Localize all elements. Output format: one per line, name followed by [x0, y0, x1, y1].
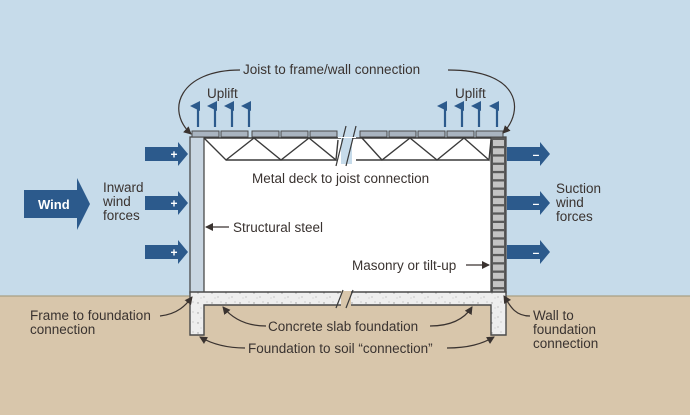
suction-label-line3: forces [556, 209, 593, 224]
wall-to-foundation-label-line1: Wall to [533, 308, 574, 323]
wind-label: Wind [38, 197, 70, 212]
masonry-block [493, 181, 504, 188]
suction-force-arrow-symbol: – [533, 148, 540, 162]
suction-force-arrow-symbol: – [533, 197, 540, 211]
slab-break-gap [341, 291, 351, 306]
masonry-block [493, 206, 504, 213]
slab-break-line [345, 289, 354, 309]
deck-panel [475, 130, 504, 138]
masonry-block [493, 281, 504, 288]
metal-deck-label: Metal deck to joist connection [252, 171, 429, 186]
foundation-to-soil-label: Foundation to soil “connection” [248, 341, 433, 356]
structural-steel-column [189, 136, 205, 294]
roof-break-line [335, 125, 347, 167]
inward-force-arrow-symbol: + [170, 246, 177, 260]
deck-panel [417, 130, 446, 138]
uplift-label-left: Uplift [207, 86, 238, 101]
ground [0, 296, 690, 415]
uplift-label-right: Uplift [455, 86, 486, 101]
inward-label-line3: forces [103, 208, 140, 223]
masonry-block [493, 247, 504, 254]
deck-panel [280, 130, 309, 138]
foundation-to-soil-leader-left [199, 336, 246, 349]
deck-panel [220, 130, 249, 138]
slab-break-line [335, 289, 344, 309]
deck-panel [359, 130, 388, 138]
wall-to-foundation-label-line2: foundation [533, 322, 596, 337]
concrete-slab-leader-right [429, 306, 473, 327]
masonry-block [493, 164, 504, 171]
roof-break-line [345, 125, 357, 167]
suction-label-line2: wind [555, 195, 584, 210]
masonry-block [493, 256, 504, 263]
masonry-block [493, 264, 504, 271]
suction-force-arrow-symbol: – [533, 246, 540, 260]
masonry-label: Masonry or tilt-up [352, 258, 456, 273]
masonry-block [493, 148, 504, 155]
joist-to-frame-leader-left [178, 69, 241, 135]
concrete-slab-foundation [189, 291, 507, 336]
wall-to-foundation-leader [503, 295, 531, 317]
frame-to-foundation-label-line2: connection [30, 322, 95, 337]
roof-break-gap [341, 128, 352, 164]
uplift-arrows-right [437, 101, 499, 127]
suction-force-arrow: – [507, 142, 550, 166]
deck-panel [446, 130, 475, 138]
joist-to-frame-label: Joist to frame/wall connection [243, 62, 420, 77]
deck-panel [309, 130, 338, 138]
frame-to-foundation-label-line1: Frame to foundation [30, 308, 151, 323]
frame-to-foundation-leader [159, 296, 193, 317]
joist-to-frame-leader-right [447, 69, 516, 134]
masonry-block [493, 272, 504, 279]
uplift-arrows-left [190, 101, 251, 127]
masonry-block [493, 214, 504, 221]
concrete-slab-label: Concrete slab foundation [268, 319, 418, 334]
inward-force-arrow: + [145, 240, 188, 264]
inward-force-arrow: + [145, 142, 188, 166]
foundation-to-soil-leader-right [446, 336, 495, 349]
masonry-block [493, 156, 504, 163]
deck-panel [251, 130, 280, 138]
suction-label-line1: Suction [556, 181, 601, 196]
masonry-block [493, 239, 504, 246]
roof-deck [191, 130, 504, 138]
inward-force-arrow-symbol: + [170, 197, 177, 211]
masonry-block [493, 223, 504, 229]
deck-panel [191, 130, 220, 138]
suction-force-arrow: – [507, 191, 550, 215]
inward-label-line1: Inward [103, 180, 144, 195]
masonry-wall [490, 136, 507, 296]
wind-arrow: Wind [24, 178, 90, 230]
suction-force-arrow: – [507, 240, 550, 264]
concrete-slab-leader-left [222, 306, 267, 327]
inward-label-line2: wind [102, 194, 131, 209]
masonry-block [493, 140, 504, 146]
deck-panel [388, 130, 417, 138]
masonry-block [493, 231, 504, 238]
masonry-block [493, 198, 504, 205]
roof-break-mask [338, 137, 356, 138]
masonry-block [493, 173, 504, 180]
wall-to-foundation-label-line3: connection [533, 336, 598, 351]
inward-force-arrow-symbol: + [170, 148, 177, 162]
structural-steel-label: Structural steel [233, 220, 323, 235]
masonry-block [493, 189, 504, 196]
inward-force-arrow: + [145, 191, 188, 215]
